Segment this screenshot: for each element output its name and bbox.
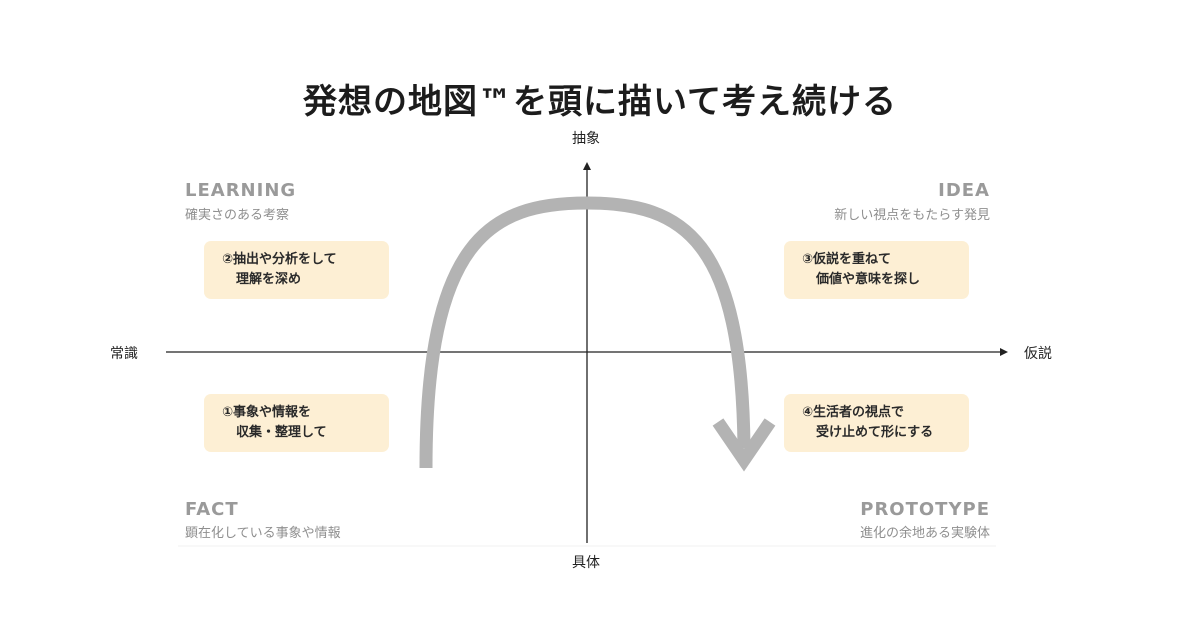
step-card-4: ④生活者の視点で 受け止めて形にする: [784, 394, 969, 452]
page-title: 発想の地図™を頭に描いて考え続ける: [303, 82, 897, 122]
axis-label-right: 仮説: [1024, 346, 1052, 362]
step-card-2-line-1: ②抽出や分析をして: [222, 252, 337, 267]
step-card-1-line-1: ①事象や情報を: [222, 405, 312, 420]
flow-arrowhead: [712, 418, 776, 472]
quadrant-subtitle-idea: 新しい視点をもたらす発見: [834, 208, 990, 223]
step-card-3: ③仮説を重ねて 価値や意味を探し: [784, 241, 969, 299]
quadrant-heading-prototype: PROTOTYPE: [860, 499, 990, 520]
step-card-4-line-2: 受け止めて形にする: [816, 425, 934, 440]
step-card-3-line-2: 価値や意味を探し: [816, 272, 921, 287]
step-card-2-line-2: 理解を深め: [236, 272, 302, 287]
step-card-2: ②抽出や分析をして 理解を深め: [204, 241, 389, 299]
quadrant-subtitle-learning: 確実さのある考察: [185, 208, 290, 223]
quadrant-subtitle-prototype: 進化の余地ある実験体: [859, 526, 990, 541]
quadrant-heading-idea: IDEA: [938, 180, 990, 201]
step-card-3-line-1: ③仮説を重ねて: [802, 252, 892, 267]
step-card-1-line-2: 収集・整理して: [236, 425, 327, 440]
quadrant-subtitle-fact: 顕在化している事象や情報: [185, 526, 341, 541]
axis-label-bottom: 具体: [572, 555, 600, 571]
axis-label-left: 常識: [110, 346, 138, 362]
step-card-4-line-1: ④生活者の視点で: [802, 405, 905, 420]
axis-label-top: 抽象: [572, 131, 600, 147]
flow-arc: [419, 196, 751, 469]
step-card-1: ①事象や情報を 収集・整理して: [204, 394, 389, 452]
quadrant-heading-learning: LEARNING: [185, 180, 297, 201]
quadrant-heading-fact: FACT: [185, 499, 239, 520]
